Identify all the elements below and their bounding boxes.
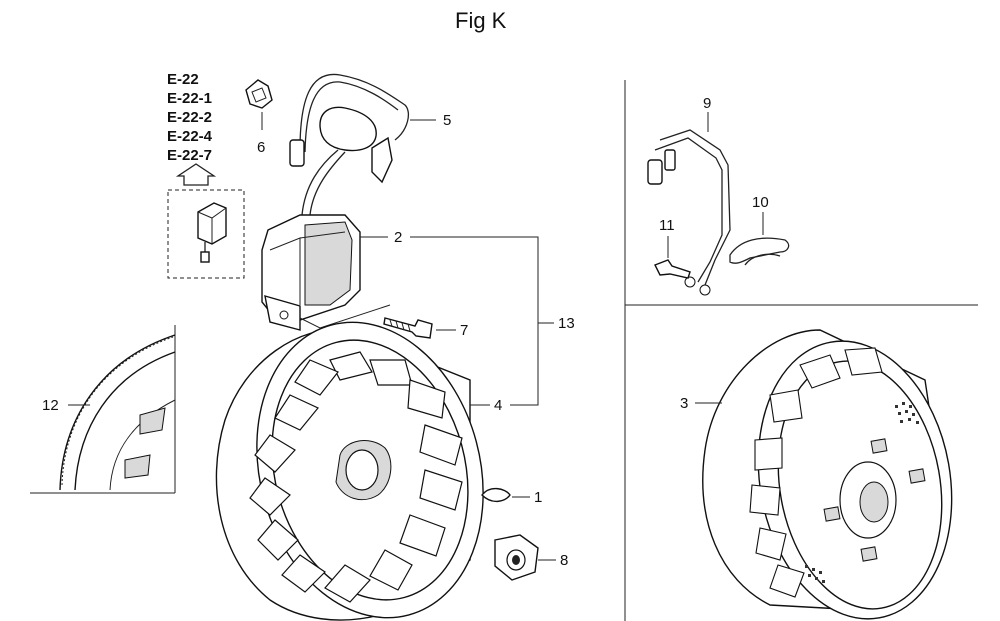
part-9-harness-icon bbox=[647, 129, 731, 296]
reference-item: E-22-7 bbox=[167, 147, 213, 164]
callout-11: 11 bbox=[659, 217, 675, 234]
callout-9: 9 bbox=[703, 95, 712, 112]
callout-12: 12 bbox=[42, 397, 59, 414]
callout-6: 6 bbox=[257, 139, 266, 156]
part-10-clip-icon bbox=[729, 237, 790, 266]
reference-box bbox=[167, 189, 245, 279]
reference-item: E-22 bbox=[167, 71, 199, 88]
reference-list: E-22 E-22-1 E-22-2 E-22-4 E-22-7 bbox=[167, 70, 212, 165]
callout-10: 10 bbox=[752, 194, 769, 211]
part-12-ring-gear-icon bbox=[59, 334, 176, 491]
part-1-key-icon bbox=[481, 487, 511, 503]
callout-4: 4 bbox=[494, 397, 503, 414]
callout-8: 8 bbox=[560, 552, 569, 569]
callout-13: 13 bbox=[558, 315, 575, 332]
ignition-module-small-icon bbox=[197, 202, 227, 263]
part-7-bolt-icon bbox=[383, 317, 433, 339]
part-4-flywheel-icon bbox=[215, 321, 484, 621]
part-11-screw-icon bbox=[654, 259, 691, 279]
callout-1: 1 bbox=[534, 489, 543, 506]
reference-arrow-icon bbox=[175, 163, 217, 186]
callout-2: 2 bbox=[394, 229, 403, 246]
callout-7: 7 bbox=[460, 322, 469, 339]
reference-item: E-22-4 bbox=[167, 128, 213, 145]
callout-3: 3 bbox=[680, 395, 689, 412]
part-3-flywheel-icon bbox=[702, 329, 953, 620]
part-6-clip-icon bbox=[245, 79, 273, 109]
callout-5: 5 bbox=[443, 112, 452, 129]
part-2-ignition-coil-icon bbox=[261, 214, 361, 331]
reference-item: E-22-1 bbox=[167, 90, 213, 107]
figure-title: Fig K bbox=[455, 8, 507, 33]
reference-item: E-22-2 bbox=[167, 109, 213, 126]
part-8-nut-icon bbox=[494, 534, 539, 581]
